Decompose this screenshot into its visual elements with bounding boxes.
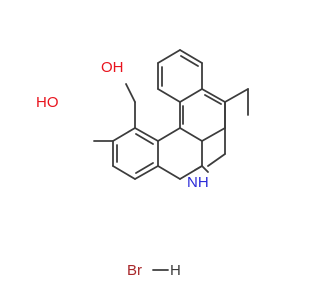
atom-br: Br <box>127 262 142 279</box>
structure-canvas: OH HO NH Br H <box>36 49 249 279</box>
atom-oh-top: OH <box>101 59 124 76</box>
bond-lines <box>93 49 249 271</box>
molecule-drawing: OH HO NH Br H <box>36 49 249 279</box>
atom-ho-left: HO <box>36 94 59 111</box>
atom-h: H <box>170 262 181 279</box>
atom-nh: NH <box>187 174 209 191</box>
